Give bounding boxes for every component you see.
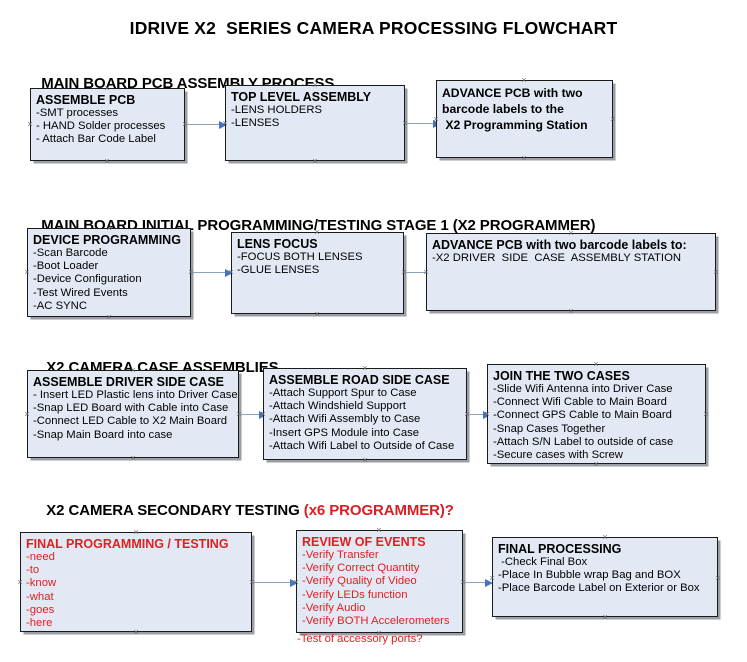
arrow-review-of-events-to-final-processing xyxy=(465,578,493,587)
node-line: - Attach Bar Code Label xyxy=(36,133,156,146)
node-line: -Verify Transfer xyxy=(302,549,379,561)
node-line: -AC SYNC xyxy=(33,299,87,312)
node-device-programming[interactable]: DEVICE PROGRAMMING -Scan Barcode -Boot L… xyxy=(27,228,191,317)
node-title: DEVICE PROGRAMMING xyxy=(33,233,181,247)
arrow-head-icon xyxy=(219,120,227,129)
node-advance-pcb-programming-station[interactable]: ADVANCE PCB with two barcode labels to t… xyxy=(436,80,613,158)
node-line: -Secure cases with Screw xyxy=(493,449,623,462)
node-line: - HAND Solder processes xyxy=(36,120,166,133)
node-title: JOIN THE TWO CASES xyxy=(493,369,630,383)
node-line: -goes xyxy=(26,603,55,616)
node-line: -GLUE LENSES xyxy=(237,264,320,277)
node-assemble-road-side-case[interactable]: ASSEMBLE ROAD SIDE CASE -Attach Support … xyxy=(263,368,467,460)
node-line: -Device Configuration xyxy=(33,273,142,286)
node-line: -Place In Bubble wrap Bag and BOX xyxy=(498,569,681,582)
node-line: -LENS HOLDERS xyxy=(231,104,323,116)
node-review-of-events[interactable]: REVIEW OF EVENTS -Verify Transfer -Verif… xyxy=(296,530,463,633)
node-line: -Verify BOTH Accelerometers xyxy=(302,615,450,628)
arrow-head-icon xyxy=(290,578,298,587)
node-line: -LENSES xyxy=(231,117,280,130)
node-title: TOP LEVEL ASSEMBLY xyxy=(231,90,372,104)
node-line: -Attach S/N Label to outside of case xyxy=(493,435,674,448)
arrow-final-programming-to-review-of-events xyxy=(254,578,298,587)
node-title: ASSEMBLE PCB xyxy=(36,93,136,107)
node-line: -Verify LEDs function xyxy=(302,588,408,601)
node-title: FINAL PROCESSING xyxy=(498,542,622,556)
node-line: -Check Final Box xyxy=(498,556,588,568)
node-line: -Snap LED Board with Cable into Case xyxy=(33,402,229,415)
node-line: -to xyxy=(26,564,40,577)
arrow-device-programming-to-lens-focus xyxy=(193,268,233,277)
node-line: -Connect Wifi Cable to Main Board xyxy=(493,396,667,409)
section-heading-red-text: (x6 PROGRAMMER)? xyxy=(303,502,454,519)
node-line: -Verify Quality of Video xyxy=(302,575,417,588)
node-final-processing[interactable]: FINAL PROCESSING -Check Final Box -Place… xyxy=(492,537,718,617)
node-join-the-two-cases[interactable]: JOIN THE TWO CASES -Slide Wifi Antenna i… xyxy=(487,364,706,464)
node-line: -X2 DRIVER SIDE CASE ASSEMBLY STATION xyxy=(432,252,682,264)
node-line: ADVANCE PCB with two xyxy=(442,86,583,100)
node-top-level-assembly[interactable]: TOP LEVEL ASSEMBLY -LENS HOLDERS -LENSES xyxy=(225,85,405,161)
node-overflow-line: -Test of accessory ports? xyxy=(297,633,423,645)
node-line: - Insert LED Plastic lens into Driver Ca… xyxy=(33,389,238,401)
node-line: -Attach Windshield Support xyxy=(269,400,406,413)
node-line: -Verify Audio xyxy=(302,601,366,614)
node-final-programming-testing[interactable]: FINAL PROGRAMMING / TESTING -need -to -k… xyxy=(20,532,252,632)
node-advance-pcb-driver-side-case[interactable]: ADVANCE PCB with two barcode labels to: … xyxy=(426,233,716,311)
node-title: ASSEMBLE ROAD SIDE CASE xyxy=(269,373,450,387)
section-heading-text: X2 CAMERA SECONDARY TESTING xyxy=(46,502,304,519)
arrow-shaft xyxy=(407,122,434,125)
node-line: -Snap Main Board into case xyxy=(33,428,173,441)
node-line: -here xyxy=(26,617,53,630)
node-line: -Attach Wifi Assembly to Case xyxy=(269,413,421,426)
node-line: -need xyxy=(26,551,55,563)
section-heading-x2-camera-secondary-testing: X2 CAMERA SECONDARY TESTING (x6 PROGRAMM… xyxy=(30,485,454,536)
node-line: X2 Programming Station xyxy=(442,118,588,132)
node-line: -Attach Support Spur to Case xyxy=(269,387,417,399)
arrow-assemble-pcb-to-top-level-assembly xyxy=(187,120,227,129)
node-line: -Connect GPS Cable to Main Board xyxy=(493,409,672,422)
node-line: -Slide Wifi Antenna into Driver Case xyxy=(493,383,673,395)
node-line: -Verify Correct Quantity xyxy=(302,562,420,575)
node-title: ASSEMBLE DRIVER SIDE CASE xyxy=(33,375,225,389)
node-title: LENS FOCUS xyxy=(237,237,318,251)
node-lens-focus[interactable]: LENS FOCUS -FOCUS BOTH LENSES -GLUE LENS… xyxy=(231,232,404,314)
arrow-shaft xyxy=(241,413,260,416)
node-line: -Insert GPS Module into Case xyxy=(269,426,420,439)
node-line: -Attach Wifi Label to Outside of Case xyxy=(269,439,455,452)
node-line: -what xyxy=(26,590,54,603)
node-line: -Snap Cases Together xyxy=(493,422,606,435)
node-line: -FOCUS BOTH LENSES xyxy=(237,251,363,263)
node-line: -Scan Barcode xyxy=(33,247,108,259)
node-line: -Place Barcode Label on Exterior or Box xyxy=(498,582,700,595)
arrow-shaft xyxy=(187,123,220,126)
node-line: -Connect LED Cable to X2 Main Board xyxy=(33,415,228,428)
node-assemble-driver-side-case[interactable]: ASSEMBLE DRIVER SIDE CASE - Insert LED P… xyxy=(27,370,239,458)
node-title: REVIEW OF EVENTS xyxy=(302,535,426,549)
arrow-shaft xyxy=(465,581,486,584)
node-line: -know xyxy=(26,577,57,590)
arrow-head-icon xyxy=(485,578,493,587)
node-line: -Boot Loader xyxy=(33,260,99,273)
page-title: IDRIVE X2 SERIES CAMERA PROCESSING FLOWC… xyxy=(129,18,618,38)
arrow-shaft xyxy=(406,271,433,274)
node-line: barcode labels to the xyxy=(442,102,564,116)
arrow-shaft xyxy=(193,271,226,274)
node-assemble-pcb[interactable]: ASSEMBLE PCB -SMT processes - HAND Solde… xyxy=(30,88,185,161)
node-line: -SMT processes xyxy=(36,107,119,119)
node-line: -Test Wired Events xyxy=(33,286,128,299)
node-title: FINAL PROGRAMMING / TESTING xyxy=(26,537,229,551)
arrow-shaft xyxy=(469,413,484,416)
arrow-shaft xyxy=(254,581,291,584)
node-title: ADVANCE PCB with two barcode labels to: xyxy=(432,238,687,252)
arrow-head-icon xyxy=(225,268,233,277)
